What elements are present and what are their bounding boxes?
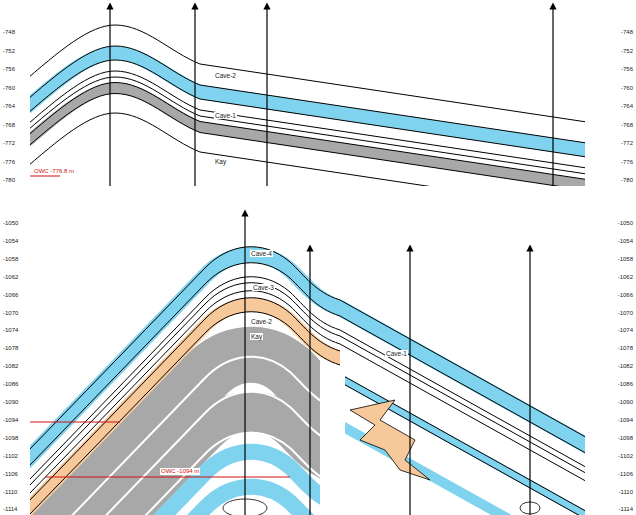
depth-tick: -1066 <box>3 292 18 299</box>
depth-tick: -1078 <box>618 345 633 352</box>
depth-tick: -748 <box>621 29 633 36</box>
depth-tick: -1058 <box>3 256 18 263</box>
layer-label: Cave-2 <box>250 318 273 325</box>
depth-tick: -752 <box>3 48 15 55</box>
depth-tick: -1106 <box>618 471 633 478</box>
depth-tick: -1090 <box>618 399 633 406</box>
depth-tick: -760 <box>3 85 15 92</box>
depth-tick: -764 <box>3 103 15 110</box>
depth-tick: -772 <box>621 140 633 147</box>
depth-tick: -1114 <box>3 506 17 513</box>
layer-label: Cave-2 <box>214 72 237 79</box>
depth-tick: -1086 <box>3 381 18 388</box>
depth-tick: -1102 <box>3 453 18 460</box>
depth-tick: -1098 <box>618 435 633 442</box>
depth-tick: -1110 <box>619 489 633 496</box>
depth-tick: -1094 <box>3 417 18 424</box>
contact-label: OWC -776.8 m <box>33 168 75 175</box>
depth-tick: -776 <box>621 159 633 166</box>
depth-tick: -1078 <box>3 345 18 352</box>
depth-tick: -1082 <box>3 363 18 370</box>
depth-tick: -1070 <box>618 310 633 317</box>
depth-tick: -1054 <box>618 238 633 245</box>
depth-tick: -748 <box>3 29 15 36</box>
depth-tick: -1110 <box>3 489 17 496</box>
layer-label: Cave-1 <box>385 350 408 357</box>
layer-label: Cave-1 <box>214 112 237 119</box>
layer-label: Kay <box>214 158 227 165</box>
depth-tick: -1102 <box>618 453 633 460</box>
depth-tick: -764 <box>621 103 633 110</box>
depth-tick: -780 <box>3 177 15 184</box>
depth-tick: -1082 <box>618 363 633 370</box>
depth-tick: -1050 <box>618 220 633 227</box>
depth-tick: -772 <box>3 140 15 147</box>
depth-tick: -760 <box>621 85 633 92</box>
layer-label: Cave-4 <box>250 250 273 257</box>
depth-tick: -768 <box>621 122 633 129</box>
depth-tick: -1070 <box>3 310 18 317</box>
depth-tick: -776 <box>3 159 15 166</box>
depth-tick: -1074 <box>618 327 633 334</box>
contact-label: OWC -1094 m <box>160 468 200 475</box>
layer-label: Cave-3 <box>252 284 275 291</box>
depth-tick: -756 <box>3 66 15 73</box>
depth-tick: -1050 <box>3 220 18 227</box>
depth-tick: -780 <box>621 177 633 184</box>
depth-tick: -1098 <box>3 435 18 442</box>
depth-tick: -1114 <box>619 506 633 513</box>
depth-tick: -1054 <box>3 238 18 245</box>
depth-tick: -1066 <box>618 292 633 299</box>
depth-tick: -1094 <box>618 417 633 424</box>
depth-tick: -1062 <box>618 274 633 281</box>
depth-tick: -1106 <box>3 471 18 478</box>
depth-tick: -1086 <box>618 381 633 388</box>
depth-tick: -752 <box>621 48 633 55</box>
depth-tick: -1074 <box>3 327 18 334</box>
depth-tick: -1058 <box>618 256 633 263</box>
depth-tick: -768 <box>3 122 15 129</box>
layer-label: Kay <box>250 333 263 340</box>
depth-tick: -1062 <box>3 274 18 281</box>
depth-tick: -1090 <box>3 399 18 406</box>
depth-tick: -756 <box>621 66 633 73</box>
